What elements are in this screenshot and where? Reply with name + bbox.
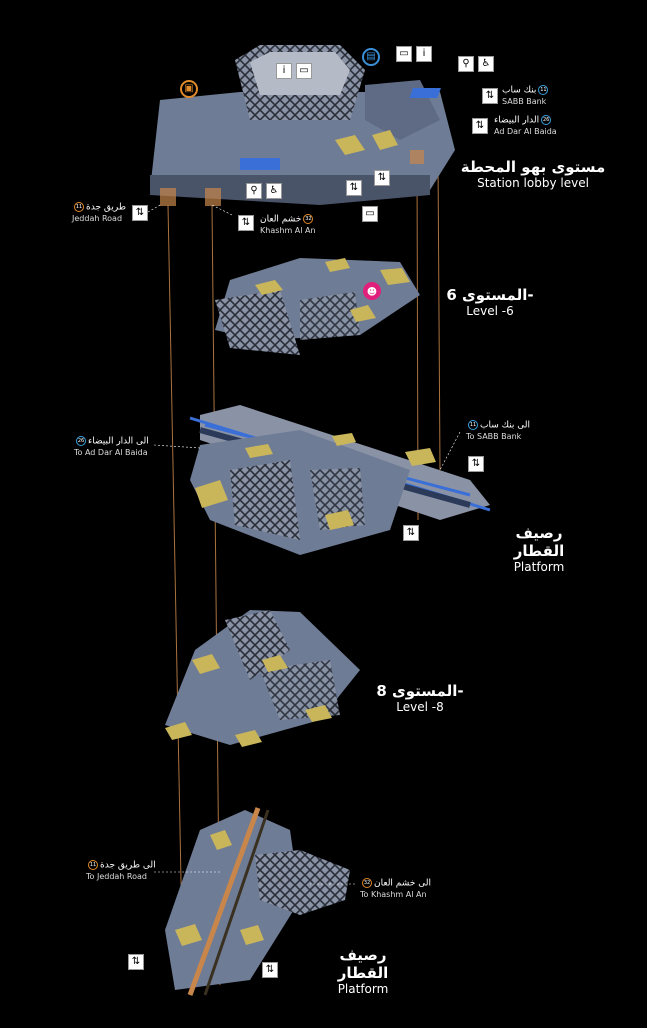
- callout-to-khashm-al-an-ar: الى خشم العان: [374, 878, 431, 889]
- elevator-icon: ⇅: [346, 180, 362, 196]
- platform-2-structure: [165, 807, 350, 996]
- platform-2-label-en: Platform: [337, 982, 389, 996]
- level-6-label-en: Level -6: [466, 304, 514, 318]
- elevator-icon: ⇅: [374, 170, 390, 186]
- callout-to-ad-dar-al-baida-en: To Ad Dar Al Baida: [74, 447, 148, 457]
- line-badge: 32: [362, 878, 372, 888]
- line-badge: 11: [74, 202, 84, 212]
- elevator-icon: ⇅: [403, 525, 419, 541]
- platform-2-label-ar: رصيف القطار: [337, 946, 389, 982]
- platform-1-label-en: Platform: [513, 560, 565, 574]
- info-icon: i: [276, 63, 292, 79]
- line-badge: 32: [303, 214, 314, 224]
- ticket-icon: ▭: [396, 46, 412, 62]
- level-8-label-en: Level -8: [396, 700, 444, 714]
- elevator-icon: ⇅: [238, 215, 254, 231]
- line-badge: 11: [468, 420, 478, 430]
- line-badge: 11: [538, 85, 549, 95]
- ticket-icon: ▭: [362, 206, 378, 222]
- callout-ad-dar-al-baida-en: Ad Dar Al Baida: [494, 126, 557, 136]
- callout-sabb-bank-ar: بنك ساب: [502, 85, 537, 96]
- callout-jeddah-road-en: Jeddah Road: [72, 213, 123, 223]
- walking-icon: [363, 282, 381, 300]
- info-icon: i: [416, 46, 432, 62]
- callout-to-ad-dar-al-baida-ar: الى الدار البيضاء: [88, 436, 149, 447]
- restroom-icon: ⚲: [246, 183, 262, 199]
- callout-jeddah-road-ar: طريق جدة: [86, 202, 127, 213]
- platform-2-label: رصيف القطار Platform: [318, 946, 408, 996]
- elevator-icon: ⇅: [132, 205, 148, 221]
- lobby-level-label: مستوى بهو المحطة Station lobby level: [458, 158, 608, 190]
- level-8-label: المستوى 8- Level -8: [370, 682, 470, 714]
- svg-text:☻: ☻: [367, 286, 377, 298]
- level-6-label-ar: المستوى 6-: [446, 286, 534, 304]
- accessible-icon: ♿: [266, 183, 282, 199]
- line-badge: 26: [541, 115, 552, 125]
- callout-to-jeddah-road-ar: الى طريق جدة: [100, 860, 156, 871]
- train-icon: ▣: [180, 80, 198, 98]
- lobby-level-label-ar: مستوى بهو المحطة: [460, 158, 606, 176]
- elevator-icon: ⇅: [262, 962, 278, 978]
- shaft-line: [167, 204, 184, 986]
- callout-ad-dar-al-baida-ar: الدار البيضاء: [494, 115, 540, 126]
- elevator-icon: ⇅: [482, 88, 498, 104]
- level-8-structure: [165, 610, 360, 747]
- shaft-line: [437, 159, 441, 471]
- level-8-label-ar: المستوى 8-: [376, 682, 464, 700]
- callout-khashm-al-an-en: Khashm Al An: [260, 225, 316, 235]
- elevator-icon: ⇅: [128, 954, 144, 970]
- bus-icon: ▤: [362, 48, 380, 66]
- platform-1-structure: [189, 405, 491, 555]
- callout-to-sabb-bank-en: To SABB Bank: [466, 431, 522, 441]
- accessible-icon: ♿: [478, 56, 494, 72]
- restroom-icon: ⚲: [458, 56, 474, 72]
- platform-1-label: رصيف القطار Platform: [494, 524, 584, 574]
- elevator-icon: ⇅: [472, 118, 488, 134]
- elevator-icon: ⇅: [468, 456, 484, 472]
- callout-sabb-bank-en: SABB Bank: [502, 96, 547, 106]
- level-6-structure: [215, 258, 420, 355]
- leader-lines: [147, 203, 461, 885]
- callout-to-jeddah-road-en: To Jeddah Road: [86, 871, 147, 881]
- callout-khashm-al-an-ar: خشم العان: [260, 214, 302, 225]
- ticket-icon: ▭: [296, 63, 312, 79]
- line-badge: 11: [88, 860, 98, 870]
- callout-to-sabb-bank-ar: الى بنك ساب: [480, 420, 531, 431]
- callout-to-khashm-al-an-en: To Khashm Al An: [360, 889, 427, 899]
- platform-1-label-ar: رصيف القطار: [513, 524, 565, 560]
- line-badge: 26: [76, 436, 86, 446]
- level-6-label: المستوى 6- Level -6: [440, 286, 540, 318]
- lobby-level-label-en: Station lobby level: [477, 176, 589, 190]
